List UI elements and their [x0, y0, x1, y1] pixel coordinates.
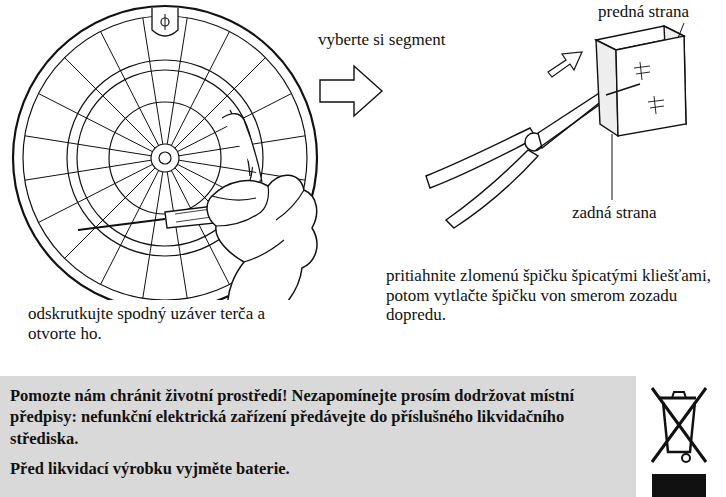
board-spoke — [65, 168, 156, 259]
board-spoke — [25, 160, 151, 180]
bullseye — [159, 152, 171, 164]
board-rim — [13, 6, 317, 300]
hand — [207, 175, 317, 300]
leader-line — [678, 23, 684, 38]
bull-ring — [151, 144, 179, 172]
segment-face — [616, 36, 686, 136]
board-spoke — [171, 31, 229, 145]
label-text: zadná strana — [572, 203, 656, 223]
pliers-jaw — [538, 90, 608, 148]
notice-text: Před likvidací výrobku vyjměte baterie. — [10, 458, 626, 479]
cross — [652, 388, 706, 462]
step-label: vyberte si segment — [318, 30, 445, 50]
board-spoke — [167, 172, 187, 298]
board-spoke — [167, 18, 187, 144]
segment-side — [596, 40, 618, 136]
label-text: vyberte si segment — [318, 30, 445, 50]
bin-lid — [660, 397, 696, 400]
weee-bar — [652, 474, 706, 497]
hanger-bracket — [152, 8, 178, 36]
notice-panel: Pomozte nám chránit životní prostředí! N… — [0, 376, 636, 497]
thumb — [222, 114, 262, 182]
finger-lines — [212, 186, 304, 262]
part-label: predná strana — [598, 2, 689, 22]
label-text: pritiahnite zlomenú špičku špicatými kli… — [386, 266, 712, 325]
board-spoke — [143, 172, 163, 298]
bin-handle — [672, 392, 686, 398]
board-spoke — [175, 58, 266, 149]
label-text: odskrutkujte spodný uzáver terča a otvor… — [28, 304, 278, 343]
leader-line — [612, 134, 613, 200]
notice-text: Pomozte nám chránit životní prostředí! N… — [10, 385, 626, 449]
board-spoke — [25, 136, 151, 156]
hollow-arrow — [320, 66, 382, 116]
pliers-jaw-edge — [536, 94, 606, 150]
board-spoke — [101, 170, 159, 284]
board-spoke — [101, 31, 159, 145]
segment-holes — [634, 62, 664, 114]
screwdriver-shaft — [78, 219, 165, 230]
pliers-handle — [446, 150, 538, 228]
dartboard — [13, 6, 317, 300]
bin-wheel — [682, 454, 690, 462]
part-label: zadná strana — [572, 203, 656, 223]
hollow-arrow — [548, 52, 582, 77]
hanger-slot — [165, 14, 166, 30]
label-text: predná strana — [598, 2, 689, 22]
board-spoke — [65, 58, 156, 149]
weee-symbol — [652, 388, 706, 462]
board-spoke — [143, 18, 163, 144]
broken-tip — [606, 84, 640, 95]
dart-segment — [596, 26, 686, 136]
board-spoke — [38, 164, 152, 222]
caption: odskrutkujte spodný uzáver terča a otvor… — [28, 304, 278, 343]
board-spoke — [38, 94, 152, 152]
caption: pritiahnite zlomenú špičku špicatými kli… — [386, 266, 712, 325]
